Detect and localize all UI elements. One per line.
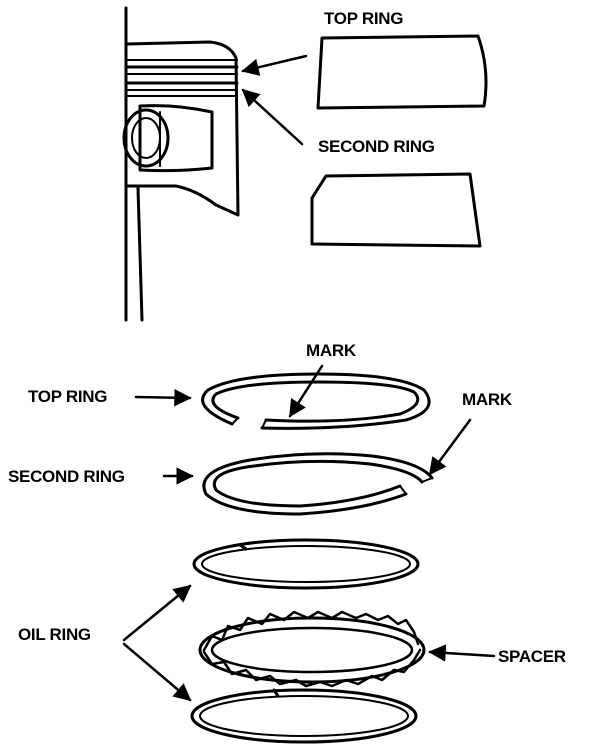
mark-top-arrow	[288, 364, 324, 418]
mark-second-arrow	[428, 418, 472, 476]
spacer-label: SPACER	[498, 647, 566, 666]
piston-section	[122, 6, 240, 322]
top-ring-upper-label: TOP RING	[324, 9, 403, 28]
oil-ring-label: OIL RING	[18, 625, 91, 644]
oil-ring-upper-rail	[192, 538, 420, 590]
spacer-ring	[198, 610, 426, 688]
second-ring-lower-label: SECOND RING	[8, 467, 125, 486]
second-ring-upper-label: SECOND RING	[318, 137, 435, 156]
oil-ring-lower-rail	[190, 688, 418, 744]
oil-ring-arrow-lower	[122, 642, 192, 702]
mark-top-label: MARK	[306, 341, 357, 360]
second-ring-profile	[310, 172, 482, 248]
mark-second-label: MARK	[462, 390, 513, 409]
second-ring-upper-arrow	[241, 88, 304, 146]
top-ring-profile	[316, 34, 488, 110]
top-ring-lower-label: TOP RING	[28, 387, 107, 406]
second-ring	[202, 452, 434, 516]
top-ring-upper-arrow	[241, 54, 308, 76]
spacer-arrow	[428, 644, 496, 662]
oil-ring-arrow-upper	[122, 584, 192, 642]
top-ring-lower-arrow	[134, 388, 192, 407]
top-ring	[201, 372, 431, 430]
